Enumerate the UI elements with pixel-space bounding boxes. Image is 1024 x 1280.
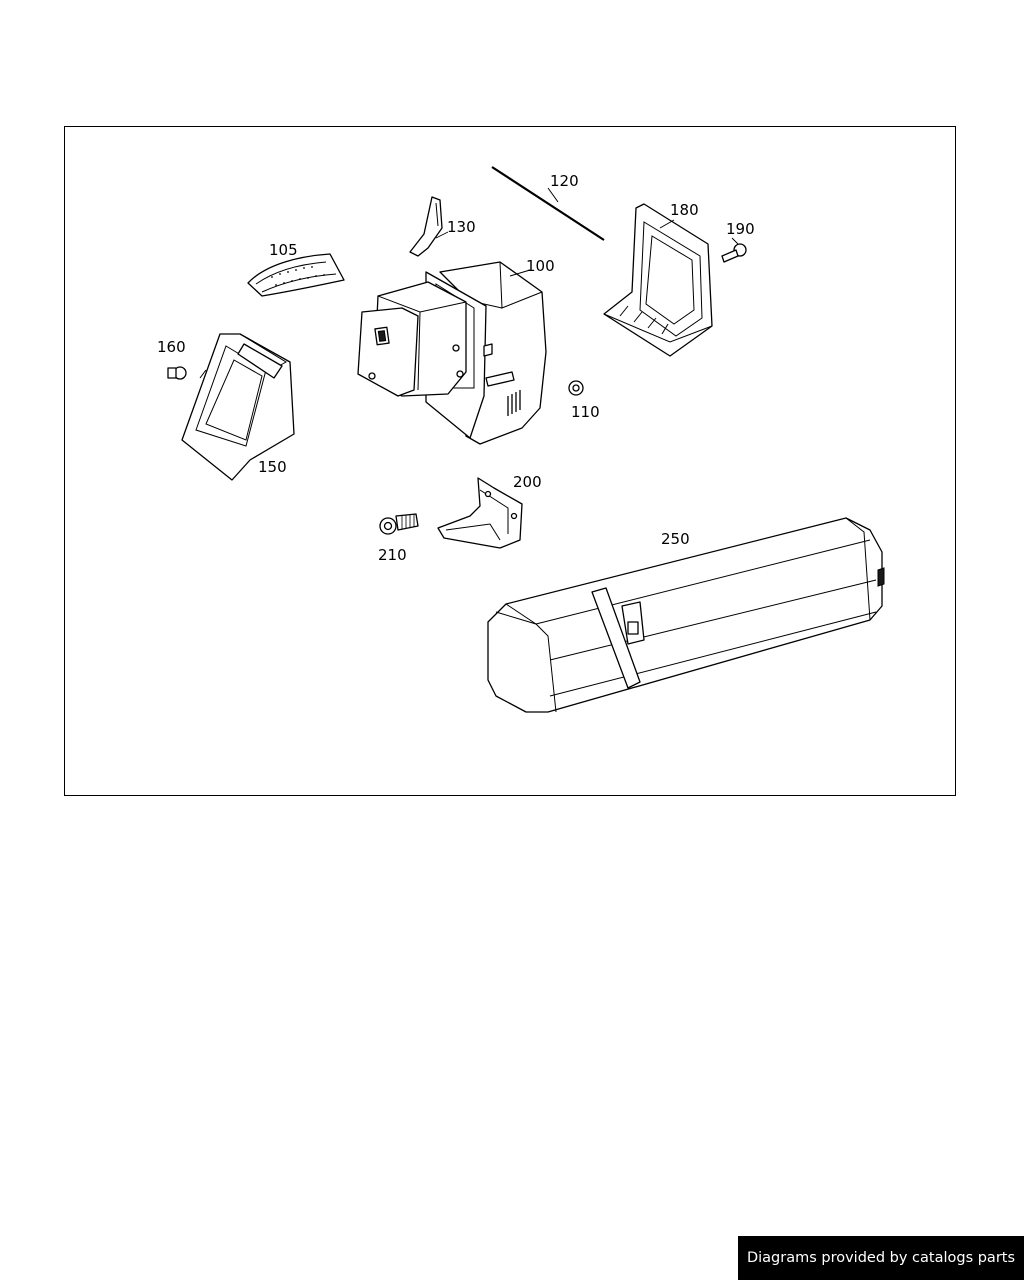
credit-text: Diagrams provided by catalogs parts xyxy=(746,1250,1016,1266)
callout-105: 105 xyxy=(269,241,298,259)
callout-100: 100 xyxy=(526,257,555,275)
leader-lines xyxy=(509,219,739,277)
part-120-rod[interactable] xyxy=(491,166,605,241)
callout-210: 210 xyxy=(378,546,407,564)
callout-180: 180 xyxy=(670,201,699,219)
callout-110: 110 xyxy=(571,403,600,421)
callout-160: 160 xyxy=(157,338,186,356)
part-100-housing[interactable] xyxy=(357,261,547,445)
callout-200: 200 xyxy=(513,473,542,491)
part-150-bezel[interactable] xyxy=(181,333,295,481)
callout-250: 250 xyxy=(661,530,690,548)
callout-150: 150 xyxy=(258,458,287,476)
part-210-bolt[interactable] xyxy=(379,513,419,535)
callout-190: 190 xyxy=(726,220,755,238)
part-130-clip[interactable] xyxy=(409,196,449,257)
part-200-bracket[interactable] xyxy=(437,477,523,549)
callout-130: 130 xyxy=(447,218,476,236)
callout-120: 120 xyxy=(550,172,579,190)
part-105-grille[interactable] xyxy=(247,253,345,297)
part-160-screw[interactable] xyxy=(167,366,187,380)
part-190-screw[interactable] xyxy=(721,243,747,263)
diagram-frame xyxy=(64,126,956,796)
part-250-case[interactable] xyxy=(487,517,885,713)
credit-banner: Diagrams provided by catalogs parts xyxy=(738,1236,1024,1280)
part-110-nut[interactable] xyxy=(568,380,584,396)
part-180-frame[interactable] xyxy=(603,203,713,357)
